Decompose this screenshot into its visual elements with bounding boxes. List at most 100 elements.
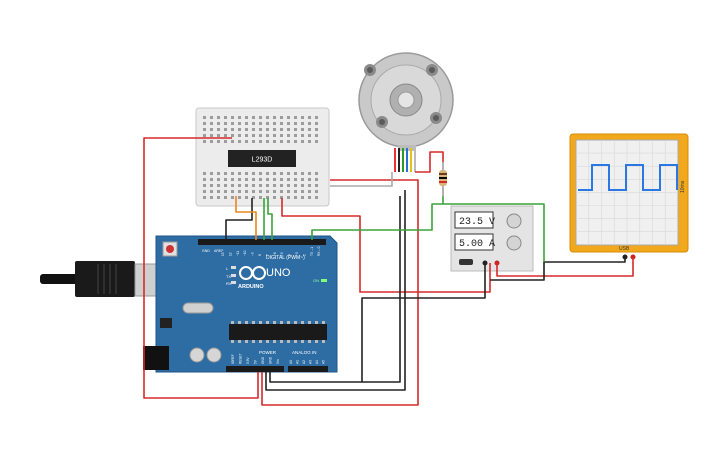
breadboard-hole[interactable]	[238, 196, 241, 199]
breadboard-hole[interactable]	[245, 122, 248, 125]
breadboard-hole[interactable]	[245, 140, 248, 143]
breadboard-hole[interactable]	[210, 122, 213, 125]
breadboard-hole[interactable]	[301, 134, 304, 137]
breadboard-hole[interactable]	[210, 116, 213, 119]
breadboard-hole[interactable]	[224, 134, 227, 137]
power-supply[interactable]: 23.5 V 5.00 A	[450, 205, 534, 272]
breadboard-hole[interactable]	[308, 196, 311, 199]
analog-header[interactable]	[288, 366, 328, 372]
breadboard-hole[interactable]	[301, 178, 304, 181]
breadboard-hole[interactable]	[252, 172, 255, 175]
power-header[interactable]	[226, 366, 284, 372]
breadboard-hole[interactable]	[245, 134, 248, 137]
breadboard-hole[interactable]	[266, 134, 269, 137]
breadboard-hole[interactable]	[217, 190, 220, 193]
breadboard-hole[interactable]	[273, 196, 276, 199]
breadboard-hole[interactable]	[231, 116, 234, 119]
breadboard-hole[interactable]	[308, 178, 311, 181]
breadboard-hole[interactable]	[259, 184, 262, 187]
breadboard-hole[interactable]	[238, 128, 241, 131]
breadboard-hole[interactable]	[266, 196, 269, 199]
breadboard-hole[interactable]	[231, 178, 234, 181]
breadboard-hole[interactable]	[231, 184, 234, 187]
breadboard-hole[interactable]	[266, 122, 269, 125]
breadboard-hole[interactable]	[203, 184, 206, 187]
breadboard-hole[interactable]	[280, 128, 283, 131]
breadboard-hole[interactable]	[238, 172, 241, 175]
dc-motor[interactable]	[358, 52, 454, 151]
breadboard-hole[interactable]	[203, 134, 206, 137]
breadboard-hole[interactable]	[273, 172, 276, 175]
breadboard-hole[interactable]	[203, 122, 206, 125]
breadboard-hole[interactable]	[245, 116, 248, 119]
breadboard-hole[interactable]	[287, 122, 290, 125]
breadboard-hole[interactable]	[252, 140, 255, 143]
breadboard-hole[interactable]	[210, 172, 213, 175]
breadboard-hole[interactable]	[259, 190, 262, 193]
breadboard-hole[interactable]	[238, 190, 241, 193]
breadboard-hole[interactable]	[294, 134, 297, 137]
breadboard-hole[interactable]	[294, 122, 297, 125]
digital-header[interactable]	[198, 239, 326, 245]
breadboard-hole[interactable]	[252, 122, 255, 125]
breadboard-hole[interactable]	[273, 122, 276, 125]
breadboard-hole[interactable]	[245, 184, 248, 187]
breadboard-hole[interactable]	[301, 122, 304, 125]
breadboard-hole[interactable]	[259, 122, 262, 125]
breadboard-hole[interactable]	[224, 190, 227, 193]
breadboard-hole[interactable]	[210, 196, 213, 199]
breadboard-hole[interactable]	[259, 172, 262, 175]
breadboard-hole[interactable]	[315, 116, 318, 119]
breadboard-hole[interactable]	[217, 116, 220, 119]
breadboard-hole[interactable]	[315, 172, 318, 175]
breadboard-hole[interactable]	[273, 190, 276, 193]
breadboard-hole[interactable]	[217, 128, 220, 131]
breadboard-hole[interactable]	[252, 178, 255, 181]
breadboard-hole[interactable]	[217, 122, 220, 125]
breadboard-hole[interactable]	[266, 178, 269, 181]
breadboard-hole[interactable]	[266, 116, 269, 119]
breadboard-hole[interactable]	[224, 196, 227, 199]
breadboard-hole[interactable]	[287, 172, 290, 175]
breadboard-hole[interactable]	[252, 190, 255, 193]
breadboard-hole[interactable]	[231, 128, 234, 131]
breadboard-hole[interactable]	[266, 190, 269, 193]
breadboard-hole[interactable]	[259, 134, 262, 137]
breadboard-hole[interactable]	[224, 172, 227, 175]
voltage-knob[interactable]	[506, 213, 522, 229]
breadboard-hole[interactable]	[308, 122, 311, 125]
breadboard-hole[interactable]	[273, 140, 276, 143]
breadboard-hole[interactable]	[280, 190, 283, 193]
breadboard-hole[interactable]	[224, 128, 227, 131]
breadboard-hole[interactable]	[273, 128, 276, 131]
wires[interactable]	[143, 137, 634, 406]
breadboard-hole[interactable]	[238, 140, 241, 143]
breadboard-hole[interactable]	[308, 190, 311, 193]
breadboard-hole[interactable]	[238, 178, 241, 181]
breadboard-hole[interactable]	[280, 134, 283, 137]
breadboard-hole[interactable]	[231, 122, 234, 125]
breadboard-hole[interactable]	[217, 172, 220, 175]
reset-button[interactable]	[166, 245, 174, 253]
breadboard-hole[interactable]	[266, 172, 269, 175]
breadboard-hole[interactable]	[210, 140, 213, 143]
breadboard-hole[interactable]	[287, 140, 290, 143]
breadboard-hole[interactable]	[266, 128, 269, 131]
breadboard-hole[interactable]	[217, 196, 220, 199]
breadboard-hole[interactable]	[308, 134, 311, 137]
breadboard-hole[interactable]	[203, 196, 206, 199]
breadboard-hole[interactable]	[266, 140, 269, 143]
breadboard-hole[interactable]	[315, 190, 318, 193]
breadboard-hole[interactable]	[315, 122, 318, 125]
breadboard-hole[interactable]	[224, 116, 227, 119]
breadboard-hole[interactable]	[259, 116, 262, 119]
breadboard-hole[interactable]	[308, 116, 311, 119]
breadboard-hole[interactable]	[231, 140, 234, 143]
breadboard-hole[interactable]	[280, 178, 283, 181]
breadboard-hole[interactable]	[308, 184, 311, 187]
breadboard-hole[interactable]	[280, 172, 283, 175]
breadboard-hole[interactable]	[210, 184, 213, 187]
breadboard-hole[interactable]	[273, 184, 276, 187]
breadboard-hole[interactable]	[287, 184, 290, 187]
